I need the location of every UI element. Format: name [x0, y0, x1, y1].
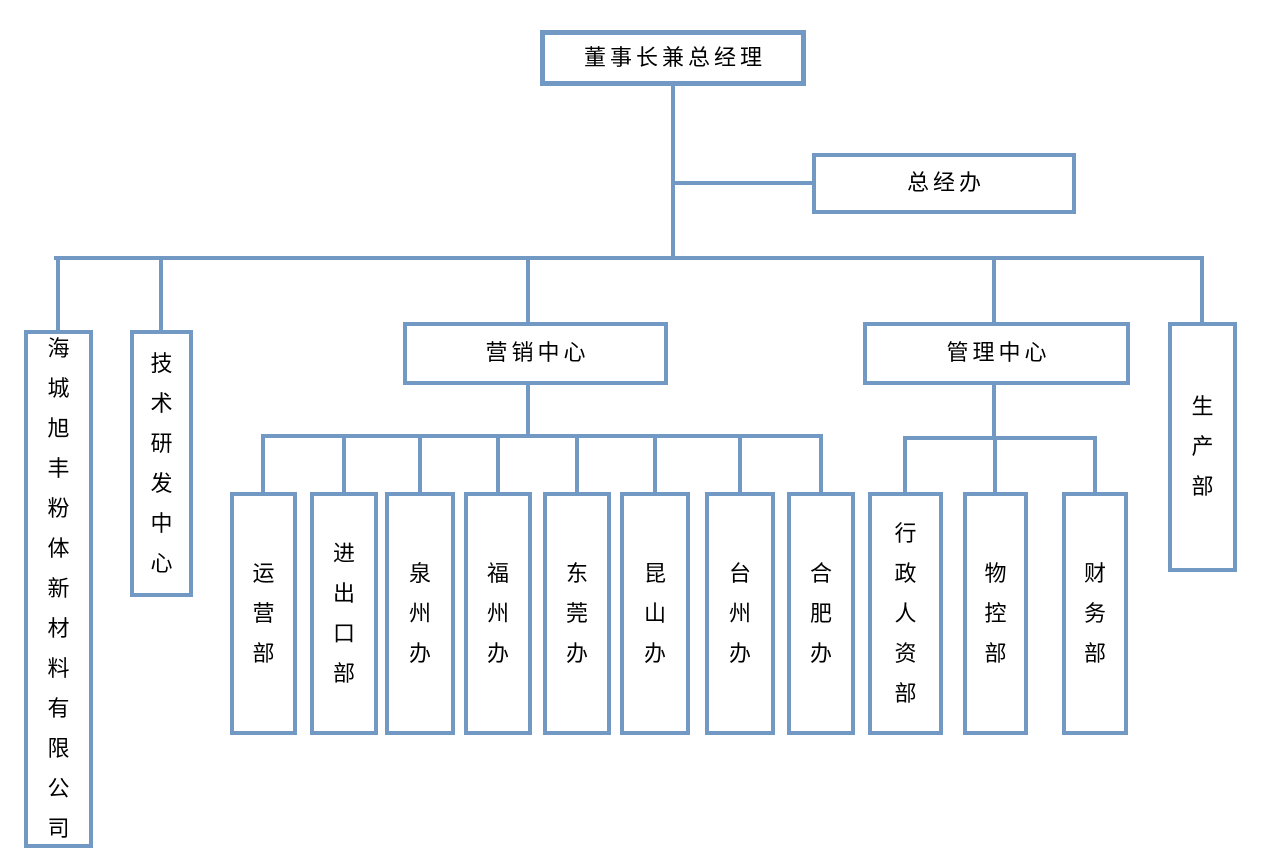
node-material-control-dept-label: 物控部	[984, 560, 1007, 666]
node-marketing-center-label: 营销中心	[485, 340, 590, 366]
connector-marketing-drop-7	[738, 436, 742, 494]
node-dongguan-office: 东莞办	[543, 492, 611, 735]
node-fuzhou-office: 福州办	[464, 492, 532, 735]
connector-management-stem	[992, 383, 996, 438]
node-production-dept: 生产部	[1168, 322, 1237, 572]
connector-marketing-drop-5	[575, 436, 579, 494]
node-admin-hr-dept-label: 行政人资部	[894, 520, 917, 706]
node-dongguan-office-label: 东莞办	[565, 560, 588, 666]
node-admin-hr-dept: 行政人资部	[868, 492, 943, 735]
connector-marketing-bus	[261, 434, 823, 438]
node-tech-rd-center: 技术研发中心	[130, 330, 193, 597]
node-company: 海城旭丰粉体新材料有限公司	[24, 330, 93, 848]
connector-marketing-drop-3	[418, 436, 422, 494]
node-general-manager-office-label: 总经办	[906, 170, 985, 196]
connector-marketing-drop-4	[496, 436, 500, 494]
connector-management-drop-1	[903, 438, 907, 494]
connector-management-drop-3	[1093, 438, 1097, 494]
node-import-export-dept: 进出口部	[310, 492, 378, 735]
node-kunshan-office-label: 昆山办	[643, 560, 666, 666]
connector-drop-production	[1200, 258, 1204, 324]
node-kunshan-office: 昆山办	[620, 492, 690, 735]
node-quanzhou-office-label: 泉州办	[408, 560, 431, 666]
connector-management-bus	[903, 436, 1097, 440]
connector-marketing-stem	[526, 383, 530, 436]
connector-marketing-drop-1	[261, 436, 265, 494]
connector-marketing-drop-6	[653, 436, 657, 494]
node-general-manager-office: 总经办	[812, 153, 1076, 214]
node-hefei-office-label: 合肥办	[809, 560, 832, 666]
connector-staff-branch	[673, 181, 812, 185]
node-taizhou-office-label: 台州办	[728, 560, 751, 666]
connector-drop-marketing	[526, 258, 530, 324]
node-chairman-gm: 董事长兼总经理	[540, 30, 806, 86]
node-operations-dept-label: 运营部	[252, 560, 275, 666]
node-quanzhou-office: 泉州办	[385, 492, 455, 735]
connector-drop-management	[992, 258, 996, 324]
node-management-center-label: 管理中心	[946, 340, 1051, 366]
node-fuzhou-office-label: 福州办	[486, 560, 509, 666]
node-finance-dept-label: 财务部	[1083, 560, 1106, 666]
node-finance-dept: 财务部	[1062, 492, 1128, 735]
node-company-label: 海城旭丰粉体新材料有限公司	[47, 336, 70, 841]
connector-management-drop-2	[993, 438, 997, 494]
node-material-control-dept: 物控部	[963, 492, 1028, 735]
connector-root-stem	[671, 84, 675, 258]
connector-drop-company	[56, 258, 60, 332]
node-taizhou-office: 台州办	[705, 492, 775, 735]
node-management-center: 管理中心	[863, 322, 1130, 385]
connector-main-bus	[54, 256, 1204, 260]
node-marketing-center: 营销中心	[403, 322, 668, 385]
node-hefei-office: 合肥办	[787, 492, 855, 735]
node-chairman-gm-label: 董事长兼总经理	[583, 44, 766, 70]
connector-drop-tech	[159, 258, 163, 332]
node-production-dept-label: 生产部	[1191, 394, 1214, 499]
node-import-export-dept-label: 进出口部	[332, 540, 355, 686]
node-operations-dept: 运营部	[230, 492, 297, 735]
connector-marketing-drop-8	[819, 436, 823, 494]
connector-marketing-drop-2	[342, 436, 346, 494]
node-tech-rd-center-label: 技术研发中心	[150, 350, 173, 576]
